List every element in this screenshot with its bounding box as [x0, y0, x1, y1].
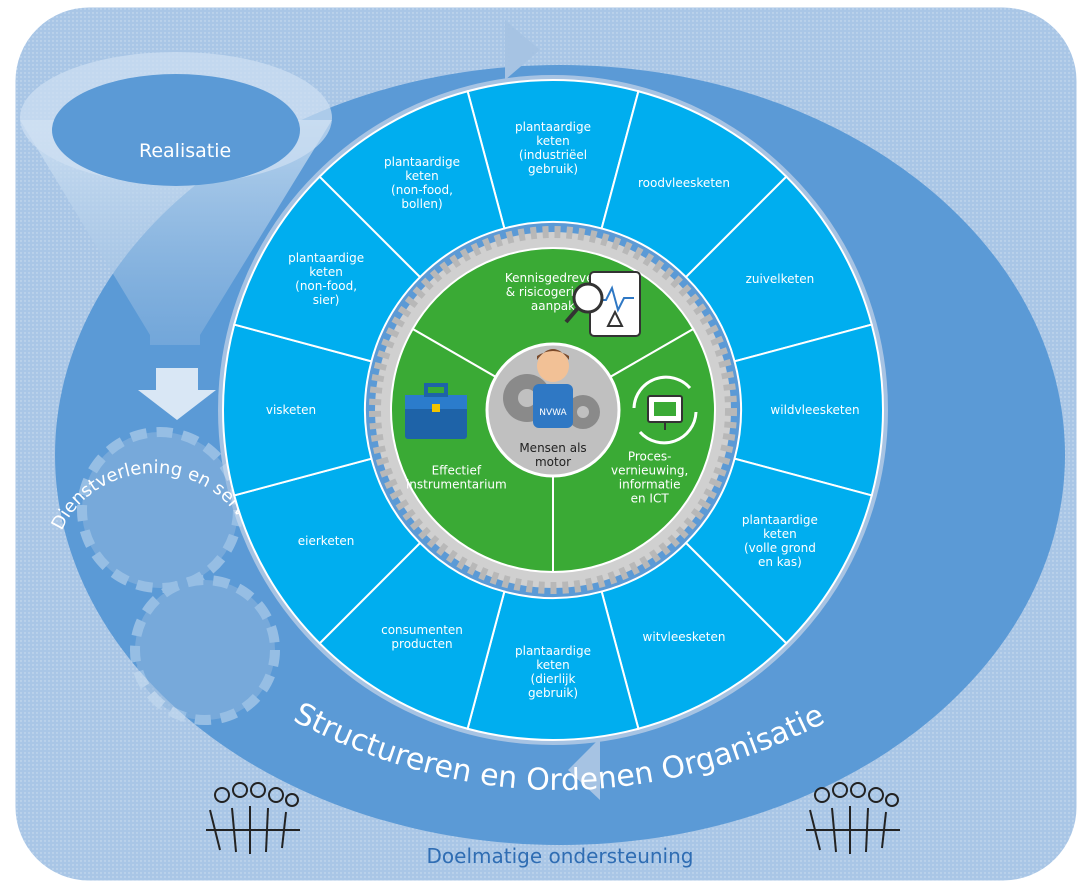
chain-label: keten [405, 169, 439, 183]
people-group-icon-right [806, 782, 900, 854]
inner-sector-label: Effectief [432, 464, 482, 478]
inner-sector-label: en ICT [631, 492, 670, 506]
chain-label: gebruik) [528, 686, 578, 700]
chain-label: wildvleesketen [770, 403, 859, 417]
chain-label: gebruik) [528, 162, 578, 176]
ring-arrow-top [505, 20, 540, 80]
chain-label: plantaardige [515, 120, 591, 134]
chain-label: zuivelketen [746, 272, 815, 286]
center-label-line2: motor [535, 455, 571, 469]
chain-label: visketen [266, 403, 316, 417]
chain-label: (volle grond [744, 541, 816, 555]
chain-label: keten [536, 658, 570, 672]
inner-sector-label: instrumentarium [406, 478, 507, 492]
inspector-person-icon [533, 349, 573, 428]
chain-label: plantaardige [384, 155, 460, 169]
chain-label: plantaardige [742, 513, 818, 527]
realisation-funnel [20, 52, 332, 420]
chain-label: keten [763, 527, 797, 541]
chain-label: roodvleesketen [638, 176, 730, 190]
inner-sector-label: Kennisgedreven [505, 271, 601, 285]
toolbox-icon [405, 383, 467, 439]
chain-label: keten [309, 265, 343, 279]
inner-sector-label: informatie [619, 478, 681, 492]
down-arrow [138, 368, 216, 420]
chain-wheel: plantaardigeketen(industriëelgebruik)roo… [221, 79, 884, 741]
chain-label: (industriëel [519, 148, 587, 162]
chain-label: (non-food, [295, 279, 357, 293]
chain-label: keten [536, 134, 570, 148]
chain-label: (dierlijk [531, 672, 576, 686]
chain-label: consumenten [381, 623, 463, 637]
monitor-refresh-icon [632, 375, 698, 445]
chain-label: eierketen [298, 534, 355, 548]
chain-label: (non-food, [391, 183, 453, 197]
chain-label: bollen) [401, 197, 442, 211]
tablet-magnifier-icon [564, 271, 641, 337]
nvwa-badge: NVWA [539, 408, 567, 418]
realisation-label: Realisatie [139, 140, 231, 162]
chain-label: plantaardige [515, 644, 591, 658]
inner-sector-label: vernieuwing, [611, 464, 688, 478]
support-label: Doelmatige ondersteuning [427, 844, 694, 868]
inner-sector-label: Proces- [628, 450, 672, 464]
chain-label: producten [391, 637, 452, 651]
chain-segment [318, 90, 506, 279]
people-group-icon-left [206, 782, 300, 854]
chain-label: sier) [313, 293, 340, 307]
inner-sector-label: aanpak [531, 299, 575, 313]
chain-label: witvleesketen [643, 630, 726, 644]
chain-label: plantaardige [288, 251, 364, 265]
ring-arrow-bottom [568, 738, 600, 800]
center-label-line1: Mensen als [519, 441, 586, 455]
chain-label: en kas) [758, 555, 802, 569]
